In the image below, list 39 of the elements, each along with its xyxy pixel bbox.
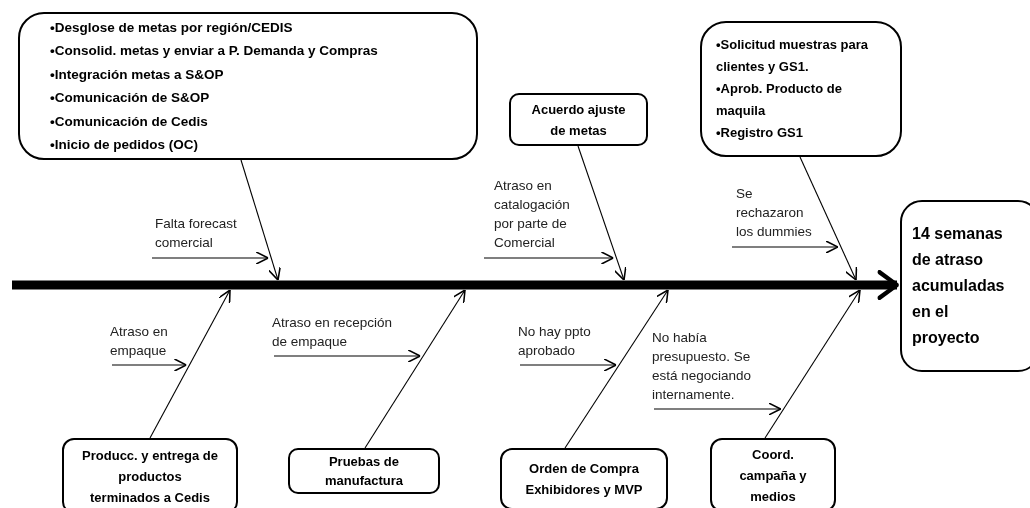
- category-box: Coord. campaña y medios: [710, 438, 836, 508]
- cause-arrow: [653, 402, 782, 416]
- box-label: •Comunicación de S&OP: [50, 89, 211, 107]
- cause-arrow: [273, 349, 421, 363]
- cause-arrow: [483, 251, 615, 265]
- cause-arrow: [731, 240, 839, 254]
- box-label: •Desglose de metas por región/CEDIS: [50, 18, 294, 37]
- cause-arrow: [519, 358, 617, 372]
- cause-text: No hay ppto aprobado: [518, 322, 592, 360]
- spine-arrow: [12, 273, 899, 297]
- cause-text: Atraso en recepción de empaque: [272, 313, 394, 351]
- bone-arrow: [240, 159, 281, 281]
- box-label: •Inicio de pedidos (OC): [50, 136, 199, 154]
- category-box: Acuerdo ajuste de metas: [509, 93, 648, 146]
- box-label: •Aprob. Producto de maquila: [716, 80, 843, 120]
- bone-arrow: [764, 289, 861, 439]
- bone-arrow: [577, 145, 627, 281]
- box-label: •Solicitud muestras para clientes y GS1.: [716, 36, 869, 76]
- category-box: Producc. y entrega de productos terminados a Cedis: [62, 438, 238, 508]
- cause-text: Atraso en empaque: [110, 322, 169, 360]
- category-box: [18, 12, 478, 160]
- category-box: Orden de Compra Exhibidores y MVP: [500, 448, 668, 508]
- category-box: Pruebas de manufactura: [288, 448, 440, 494]
- bone-arrow: [364, 289, 466, 449]
- cause-text: Atraso en catalogación por parte de Comercial: [494, 176, 571, 252]
- bone-arrow: [564, 289, 669, 449]
- cause-arrow: [111, 358, 188, 372]
- cause-text: Se rechazaron los dummies: [736, 184, 813, 241]
- box-label: •Consolid. metas y enviar a P. Demanda y Compras: [50, 42, 379, 60]
- box-label: •Integración metas a S&OP: [50, 65, 225, 84]
- bone-arrow: [149, 289, 231, 439]
- bone-arrow: [799, 156, 858, 281]
- cause-text: Falta forecast comercial: [155, 214, 238, 252]
- cause-arrow: [151, 251, 269, 265]
- box-label: •Comunicación de Cedis: [50, 112, 209, 131]
- cause-text: No había presupuesto. Se está negociando internamente.: [652, 328, 753, 404]
- category-box: 14 semanas de atraso acumuladas en el proyecto: [900, 200, 1030, 372]
- category-box: [700, 21, 902, 157]
- box-label: •Registro GS1: [716, 124, 804, 142]
